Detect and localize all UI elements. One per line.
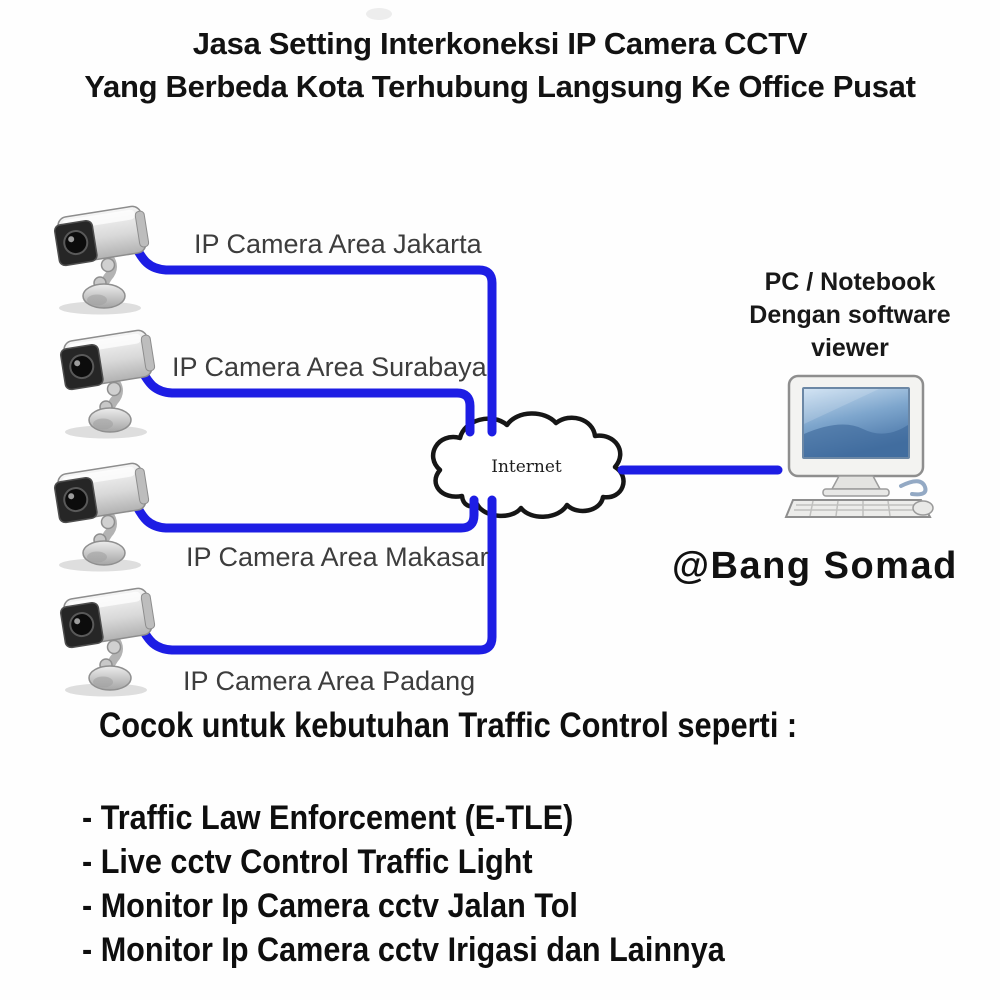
author-watermark: @Bang Somad	[672, 545, 958, 587]
cable-makasar-to-internet	[109, 483, 479, 533]
pc-label-line1: PC / Notebook	[764, 268, 936, 296]
cctv-camera-icon-padang	[59, 587, 156, 697]
footer-heading: Cocok untuk kebutuhan Traffic Control se…	[99, 706, 798, 745]
cctv-camera-icon-surabaya	[59, 329, 156, 439]
cctv-camera-icon-makasar	[53, 462, 150, 572]
camera-label-jakarta: IP Camera Area Jakarta	[194, 229, 482, 259]
camera-label-makasar: IP Camera Area Makasar	[186, 542, 489, 572]
page-title-line1: Jasa Setting Interkoneksi IP Camera CCTV	[192, 26, 808, 61]
camera-label-surabaya: IP Camera Area Surabaya	[172, 352, 487, 382]
internet-cloud-icon	[430, 411, 626, 519]
cable-padang-to-internet	[115, 495, 497, 655]
pc-label-line2: Dengan software	[749, 301, 951, 329]
pc-label-line3: viewer	[811, 334, 889, 362]
page-title: Jasa Setting Interkoneksi IP Camera CCTV…	[0, 22, 1000, 108]
footer-item-traffic-light: - Live cctv Control Traffic Light	[82, 843, 533, 881]
footer-item-irigasi: - Monitor Ip Camera cctv Irigasi dan Lai…	[82, 931, 725, 969]
internet-cloud-label: Internet	[491, 457, 562, 477]
pc-icon	[784, 374, 934, 518]
footer-item-jalan-tol: - Monitor Ip Camera cctv Jalan Tol	[82, 887, 578, 925]
camera-label-padang: IP Camera Area Padang	[183, 666, 476, 696]
cctv-camera-icon-jakarta	[53, 205, 150, 315]
cable-jakarta-to-internet	[109, 226, 497, 437]
footer-item-etle: - Traffic Law Enforcement (E-TLE)	[82, 799, 574, 837]
pc-label: PC / Notebook Dengan software viewer	[740, 266, 960, 365]
scan-artifact	[366, 8, 392, 20]
page-title-line2: Yang Berbeda Kota Terhubung Langsung Ke …	[84, 69, 916, 104]
